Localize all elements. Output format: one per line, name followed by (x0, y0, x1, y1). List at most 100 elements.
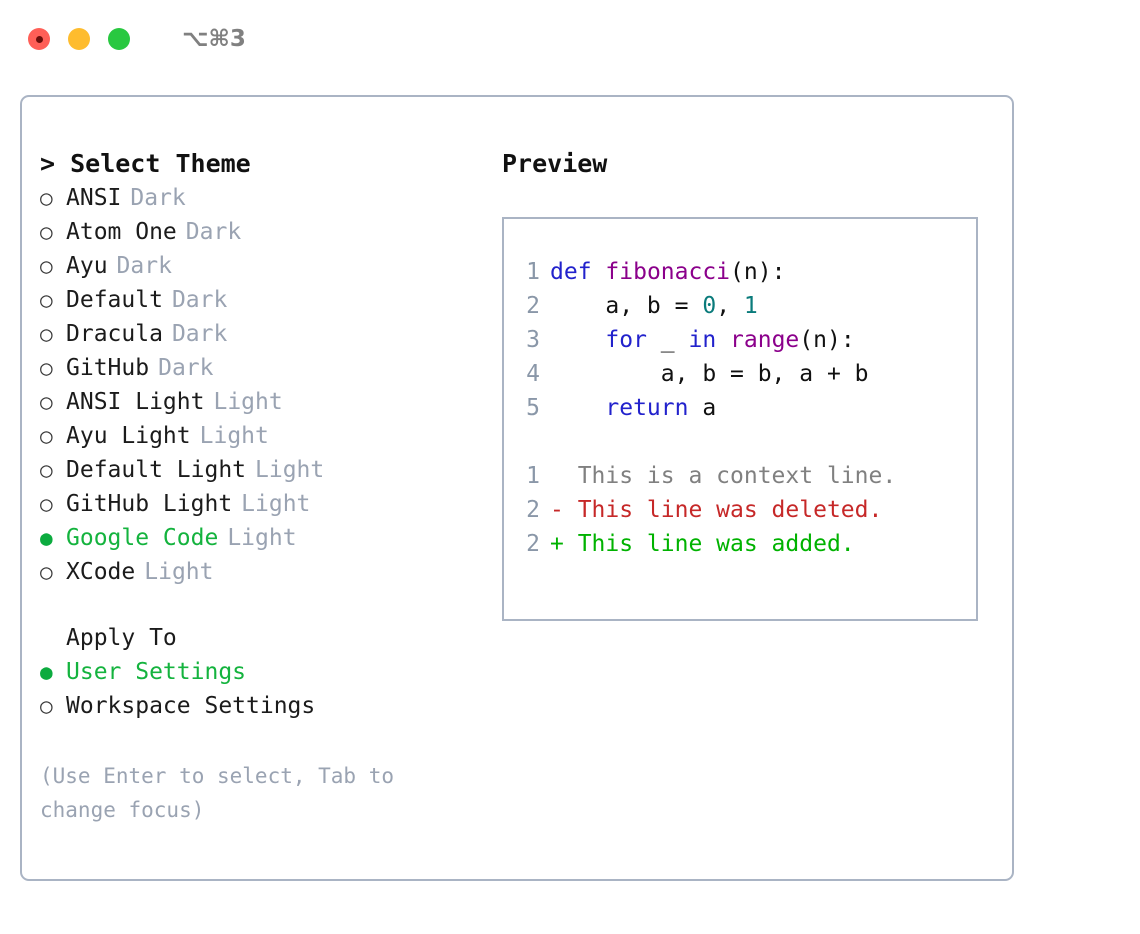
theme-option-kind: Dark (171, 321, 228, 347)
theme-option-kind: Dark (130, 185, 186, 211)
code-token-pun: a (688, 395, 717, 421)
theme-option-kind: Light (227, 525, 297, 551)
theme-option-label: GitHub (66, 355, 150, 381)
code-token-pun: a, b = (550, 293, 703, 319)
diff-line-text: - This line was deleted. (550, 497, 883, 523)
minimize-button[interactable] (68, 28, 90, 50)
radio-empty-icon: ○ (40, 186, 53, 210)
code-line-text: def fibonacci(n): (550, 255, 785, 289)
line-number: 2 (526, 497, 540, 523)
theme-option-github[interactable]: ○ GitHub Dark (40, 351, 492, 385)
code-token-pun: , (716, 293, 744, 319)
theme-option-label: Default Light (66, 457, 247, 483)
code-token-pun: _ (646, 327, 689, 353)
radio-empty-icon: ○ (40, 424, 53, 448)
radio-empty-icon: ○ (40, 694, 53, 718)
apply-to-option-user-settings[interactable]: ●User Settings (40, 655, 492, 689)
theme-option-label: XCode (66, 559, 136, 585)
code-line: 3 for _ in range(n): (516, 323, 976, 357)
section-spacer (40, 589, 492, 621)
radio-empty-icon: ○ (40, 254, 53, 278)
preview-header: Preview (502, 149, 608, 178)
line-number: 5 (526, 395, 540, 421)
theme-option-label: Ayu Light (66, 423, 191, 449)
theme-option-kind: Dark (158, 355, 214, 381)
theme-option-kind: Light (241, 491, 311, 517)
line-number: 1 (526, 463, 540, 489)
line-number: 3 (526, 327, 540, 353)
code-token-pun (550, 327, 605, 353)
diff-line-del: 2 - This line was deleted. (516, 493, 976, 527)
code-token-pun: ): (827, 327, 855, 353)
theme-option-kind: Light (213, 389, 283, 415)
diff-line-ctx: 1 This is a context line. (516, 459, 976, 493)
theme-option-ansi[interactable]: ○ ANSI Dark (40, 181, 492, 215)
code-line-text: for _ in range(n): (550, 323, 855, 357)
select-theme-header: > Select Theme (40, 149, 251, 178)
diff-line-text: + This line was added. (550, 531, 855, 557)
theme-option-label: ANSI (66, 185, 122, 211)
apply-to-option-workspace-settings[interactable]: ○Workspace Settings (40, 689, 492, 723)
code-token-num: 1 (743, 293, 758, 319)
code-token-pun: ): (757, 259, 786, 285)
code-diff-spacer (516, 425, 976, 459)
radio-empty-icon: ○ (40, 356, 53, 380)
theme-option-label: ANSI Light (66, 389, 205, 415)
line-number: 2 (526, 293, 540, 319)
theme-option-kind: Dark (116, 253, 172, 279)
code-line: 2 a, b = 0, 1 (516, 289, 976, 323)
code-token-num: 0 (702, 293, 717, 319)
code-line-text: return a (550, 391, 716, 425)
code-token-fn: range (730, 327, 800, 353)
diff-sample: 1 This is a context line. 2 - This line wa… (516, 459, 976, 561)
theme-option-kind: Light (144, 559, 214, 585)
radio-selected-icon: ● (40, 660, 53, 684)
code-token-kw: def (550, 259, 592, 285)
theme-option-kind: Dark (171, 287, 228, 313)
traffic-lights (28, 28, 130, 50)
radio-empty-icon: ○ (40, 492, 53, 516)
diff-line-text: This is a context line. (550, 463, 897, 489)
maximize-button[interactable] (108, 28, 130, 50)
theme-option-kind: Dark (185, 219, 242, 245)
code-token-pun (550, 395, 605, 421)
window-title: ⌥⌘3 (182, 26, 246, 52)
title-bar: ⌥⌘3 (0, 0, 1140, 78)
line-number: 2 (526, 531, 540, 557)
theme-option-ayu-light[interactable]: ○ Ayu Light Light (40, 419, 492, 453)
theme-option-label: Dracula (66, 321, 163, 347)
theme-option-kind: Light (199, 423, 269, 449)
code-token-pun (592, 259, 606, 285)
theme-option-github-light[interactable]: ○ GitHub Light Light (40, 487, 492, 521)
theme-option-ayu[interactable]: ○ Ayu Dark (40, 249, 492, 283)
theme-option-label: Ayu (66, 253, 108, 279)
code-line-text: a, b = 0, 1 (550, 289, 758, 323)
code-token-kw: return (605, 395, 689, 421)
theme-option-label: GitHub Light (66, 491, 233, 517)
diff-line-add: 2 + This line was added. (516, 527, 976, 561)
apply-to-title: Apply To (66, 625, 177, 651)
apply-to-option-list[interactable]: ●User Settings○Workspace Settings (40, 655, 492, 723)
code-token-pun: ( (730, 259, 744, 285)
radio-selected-icon: ● (40, 526, 53, 550)
code-line: 4 a, b = b, a + b (516, 357, 976, 391)
close-button[interactable] (28, 28, 50, 50)
code-token-fn: fibonacci (605, 259, 731, 285)
radio-empty-icon: ○ (40, 288, 53, 312)
code-token-kw: in (688, 327, 717, 353)
